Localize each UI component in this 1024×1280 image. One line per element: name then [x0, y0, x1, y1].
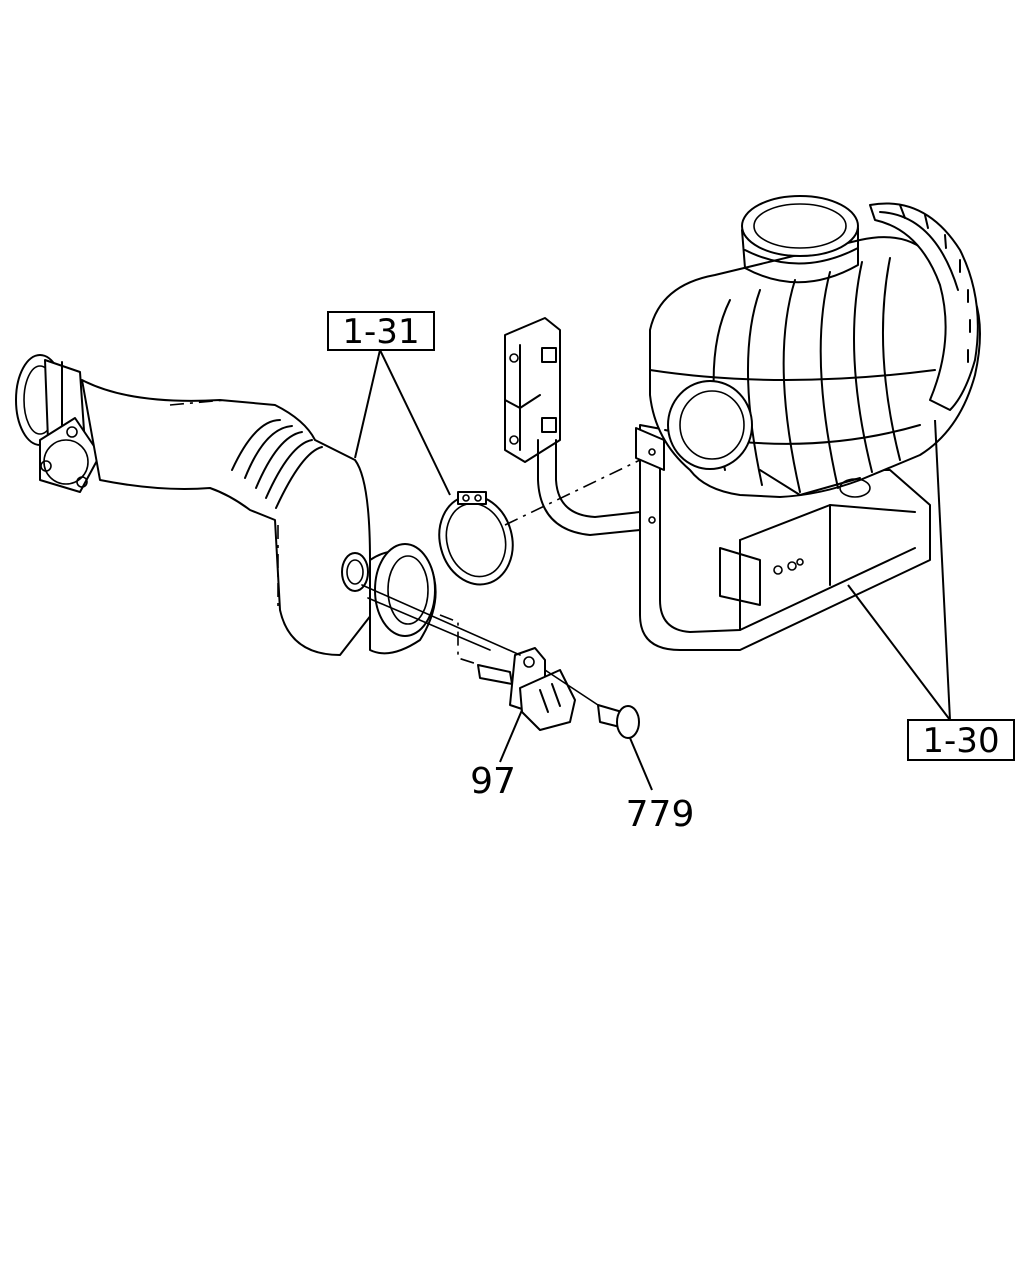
callout-air-cleaner-group: 1-30 [907, 719, 1015, 761]
intake-hose [15, 354, 437, 656]
sensor-port [341, 552, 369, 592]
mounting-bracket [504, 317, 641, 536]
part-number-sensor: 97 [470, 761, 516, 802]
assembly-centerlines [361, 459, 641, 706]
sensor-part [477, 647, 576, 731]
air-cleaner-assembly [635, 195, 981, 651]
leader-lines [354, 349, 951, 791]
callout-label: 1-30 [922, 721, 999, 761]
callout-intake-hose-group: 1-31 [327, 311, 435, 352]
hose-clamp [438, 491, 514, 586]
screw-part [597, 704, 640, 739]
callout-label: 1-31 [342, 312, 419, 352]
part-number-screw: 779 [626, 794, 695, 835]
